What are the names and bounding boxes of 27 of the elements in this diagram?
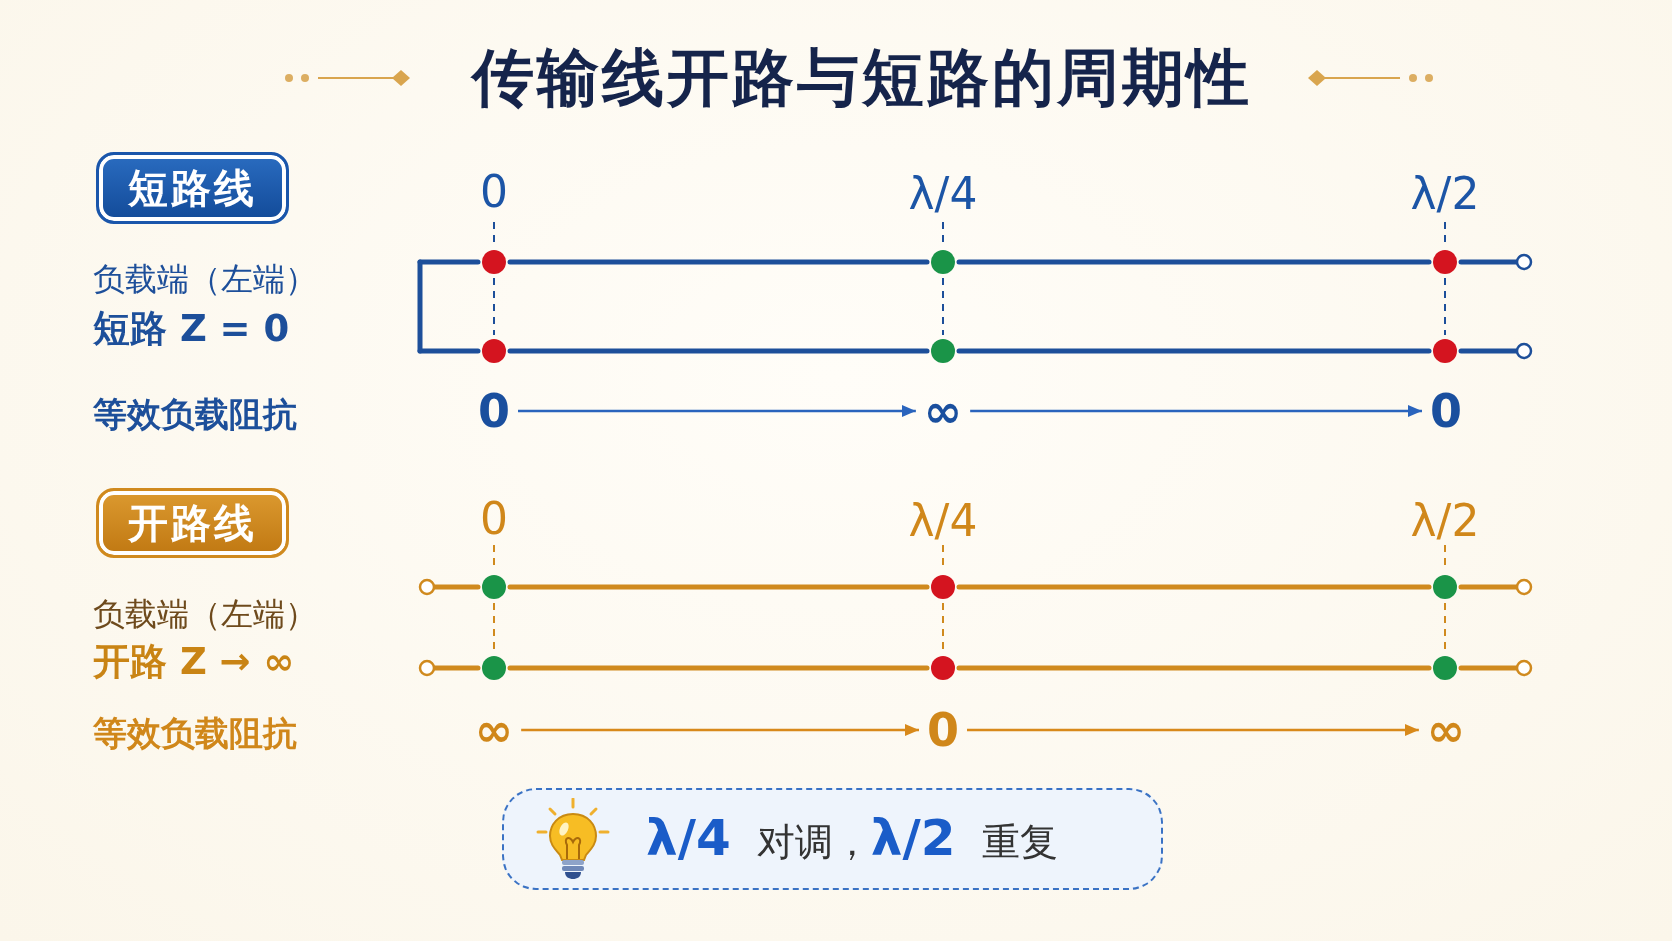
impedance-value: 0 [927, 707, 959, 753]
position-label: λ/2 [1410, 499, 1480, 543]
row-label: 等效负载阻抗 [93, 397, 297, 431]
position-label: 0 [480, 170, 508, 214]
position-label: λ/4 [908, 172, 978, 216]
title: 传输线开路与短路的周期性 [472, 47, 1252, 109]
load-condition-label: 短路 Z = 0 [93, 309, 290, 347]
load-end-label: 负载端（左端） [93, 263, 317, 295]
impedance-value: ∞ [474, 707, 514, 753]
note-box [502, 788, 1163, 890]
section-badge: 短路线 [96, 152, 289, 224]
section-badge: 开路线 [96, 488, 289, 558]
load-condition-label: 开路 Z → ∞ [93, 642, 295, 680]
position-label: λ/2 [1410, 172, 1480, 216]
impedance-value: 0 [1430, 388, 1462, 434]
note-text: λ/4 对调，λ/2 重复 [646, 810, 1058, 868]
arrow [521, 724, 919, 736]
position-label: 0 [480, 497, 508, 541]
load-end-label: 负载端（左端） [93, 598, 317, 630]
position-label: λ/4 [908, 499, 978, 543]
arrow [970, 405, 1422, 417]
impedance-value: ∞ [1426, 707, 1466, 753]
arrow [967, 724, 1419, 736]
impedance-value: 0 [478, 388, 510, 434]
arrow [518, 405, 916, 417]
row-label: 等效负载阻抗 [93, 716, 297, 750]
impedance-value: ∞ [923, 388, 963, 434]
